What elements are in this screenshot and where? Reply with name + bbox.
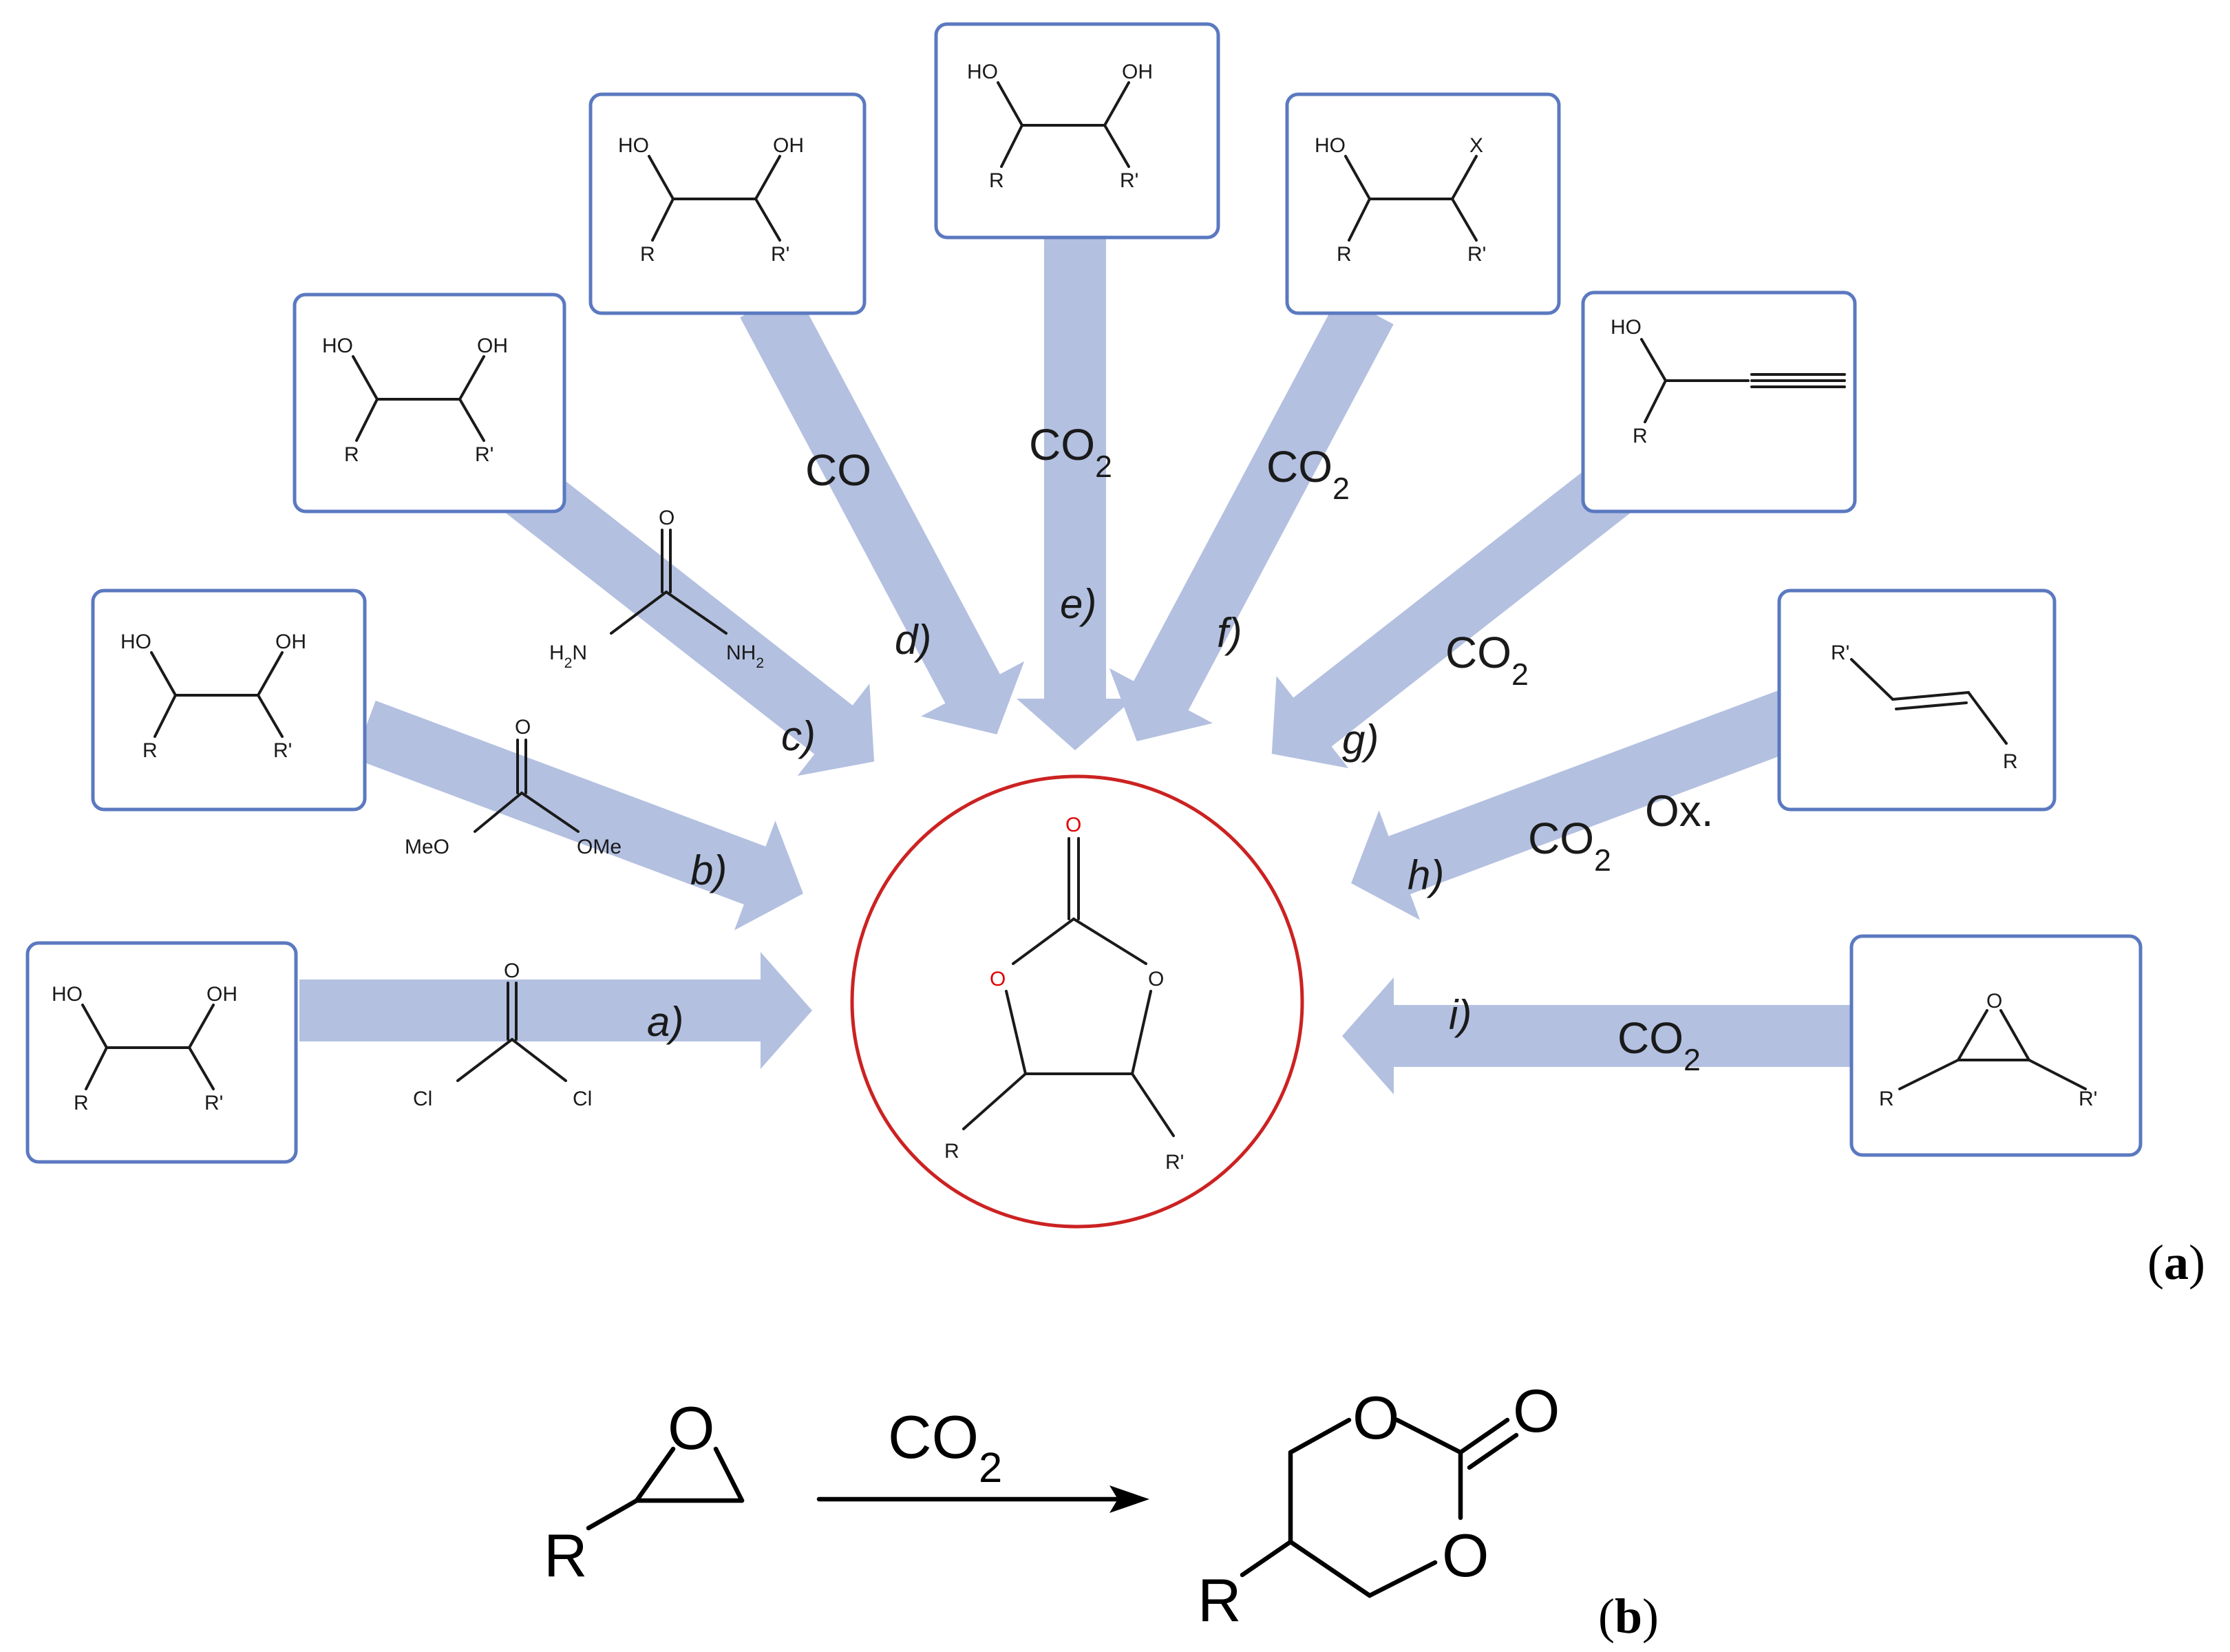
hydroxyl-label: HO [1315, 134, 1346, 157]
step-label-g: g) [1342, 717, 1379, 763]
arrow-e [1017, 237, 1134, 750]
reaction-arrow [1109, 1485, 1149, 1513]
arrow-b [354, 700, 803, 931]
arrow-d [740, 288, 1025, 734]
panel-letter-a: a [2164, 1235, 2189, 1290]
reagent-co2: CO2 [888, 1403, 1002, 1492]
dimethyl-carbonate-structure: O MeO OMe [405, 716, 622, 858]
panel-letter-b: b [1615, 1589, 1642, 1644]
oxygen-label: O [515, 716, 531, 739]
alkene-box-h: R' R [1777, 589, 2057, 812]
substituent-label: R [2003, 750, 2018, 773]
carbonyl-oxygen-label: O [1513, 1377, 1560, 1445]
amine-label: H2N [549, 642, 587, 671]
propargyl-alcohol-box-g: HO R [1581, 290, 1857, 513]
step-label-e: e) [1060, 581, 1096, 627]
chlorine-label: Cl [573, 1088, 592, 1110]
ring-oxygen-label: O [990, 968, 1006, 991]
methoxy-label: OMe [577, 836, 622, 858]
step-label-f: f) [1217, 610, 1242, 656]
step-label-h: h) [1408, 852, 1444, 898]
diol-box-b [91, 589, 367, 812]
diol-box-c [293, 293, 566, 513]
step-label-i: i) [1449, 992, 1472, 1038]
substituent-label: R [1633, 425, 1648, 447]
substituent-label: R' [1831, 642, 1849, 664]
phosgene-structure: O Cl Cl [413, 960, 592, 1110]
methoxy-label: MeO [405, 836, 449, 858]
hydroxyl-label: HO [1611, 316, 1642, 339]
substituent-label: R [544, 1521, 588, 1589]
diol-box-a [25, 941, 298, 1164]
substituent-label: R [1337, 243, 1352, 266]
panel-b-reaction: O R CO2 O O O R [544, 1377, 1560, 1634]
arrow-c [497, 457, 875, 776]
step-label-b: b) [690, 847, 727, 893]
epoxide-box-i: O R R' [1849, 934, 2143, 1157]
substituent-label: R [1879, 1088, 1894, 1110]
arrow-a [299, 952, 812, 1069]
step-label-a: a) [647, 999, 683, 1045]
panel-label-a: (a) [2147, 1235, 2205, 1290]
reagent-co2: CO2 [1617, 1013, 1701, 1077]
arrow-h [1351, 690, 1801, 920]
halogen-label: X [1469, 134, 1483, 157]
chlorine-label: Cl [413, 1088, 432, 1110]
urea-structure: O H2N NH2 [549, 507, 764, 671]
substituent-label: R [944, 1140, 959, 1163]
diol-box-d [588, 92, 867, 315]
substituent-label: R' [1165, 1151, 1184, 1174]
step-label-c: c) [781, 713, 816, 759]
substituent-label: R [1198, 1566, 1242, 1634]
reagent-co2: CO2 [1029, 420, 1112, 484]
substituent-label: R' [1467, 243, 1486, 266]
halohydrin-box-f: HO X R R' [1285, 92, 1561, 315]
step-label-d: d) [895, 617, 931, 663]
arrow-g [1271, 454, 1644, 768]
panel-label-b: (b) [1598, 1589, 1659, 1644]
oxygen-label: O [504, 960, 520, 982]
diol-box-e [934, 22, 1220, 240]
substituent-label: R' [2079, 1088, 2097, 1110]
ring-oxygen-label: O [1352, 1384, 1399, 1452]
cyclic-carbonate-product: O O O R R' [850, 774, 1304, 1229]
reagent-co2: CO2 [1266, 442, 1350, 506]
reagent-ox: Ox. [1645, 786, 1714, 836]
amine-label: NH2 [726, 642, 764, 671]
oxygen-label: O [1986, 990, 2002, 1013]
reagent-co2: CO2 [1528, 814, 1611, 878]
reagent-co: CO [805, 445, 871, 495]
reagent-co2: CO2 [1445, 628, 1529, 692]
arrow-f [1109, 295, 1394, 741]
oxygen-label: O [668, 1394, 714, 1462]
ring-oxygen-label: O [1442, 1521, 1489, 1589]
carbonyl-oxygen-label: O [1065, 814, 1081, 836]
oxygen-label: O [659, 507, 675, 529]
ring-oxygen-label: O [1148, 968, 1164, 991]
